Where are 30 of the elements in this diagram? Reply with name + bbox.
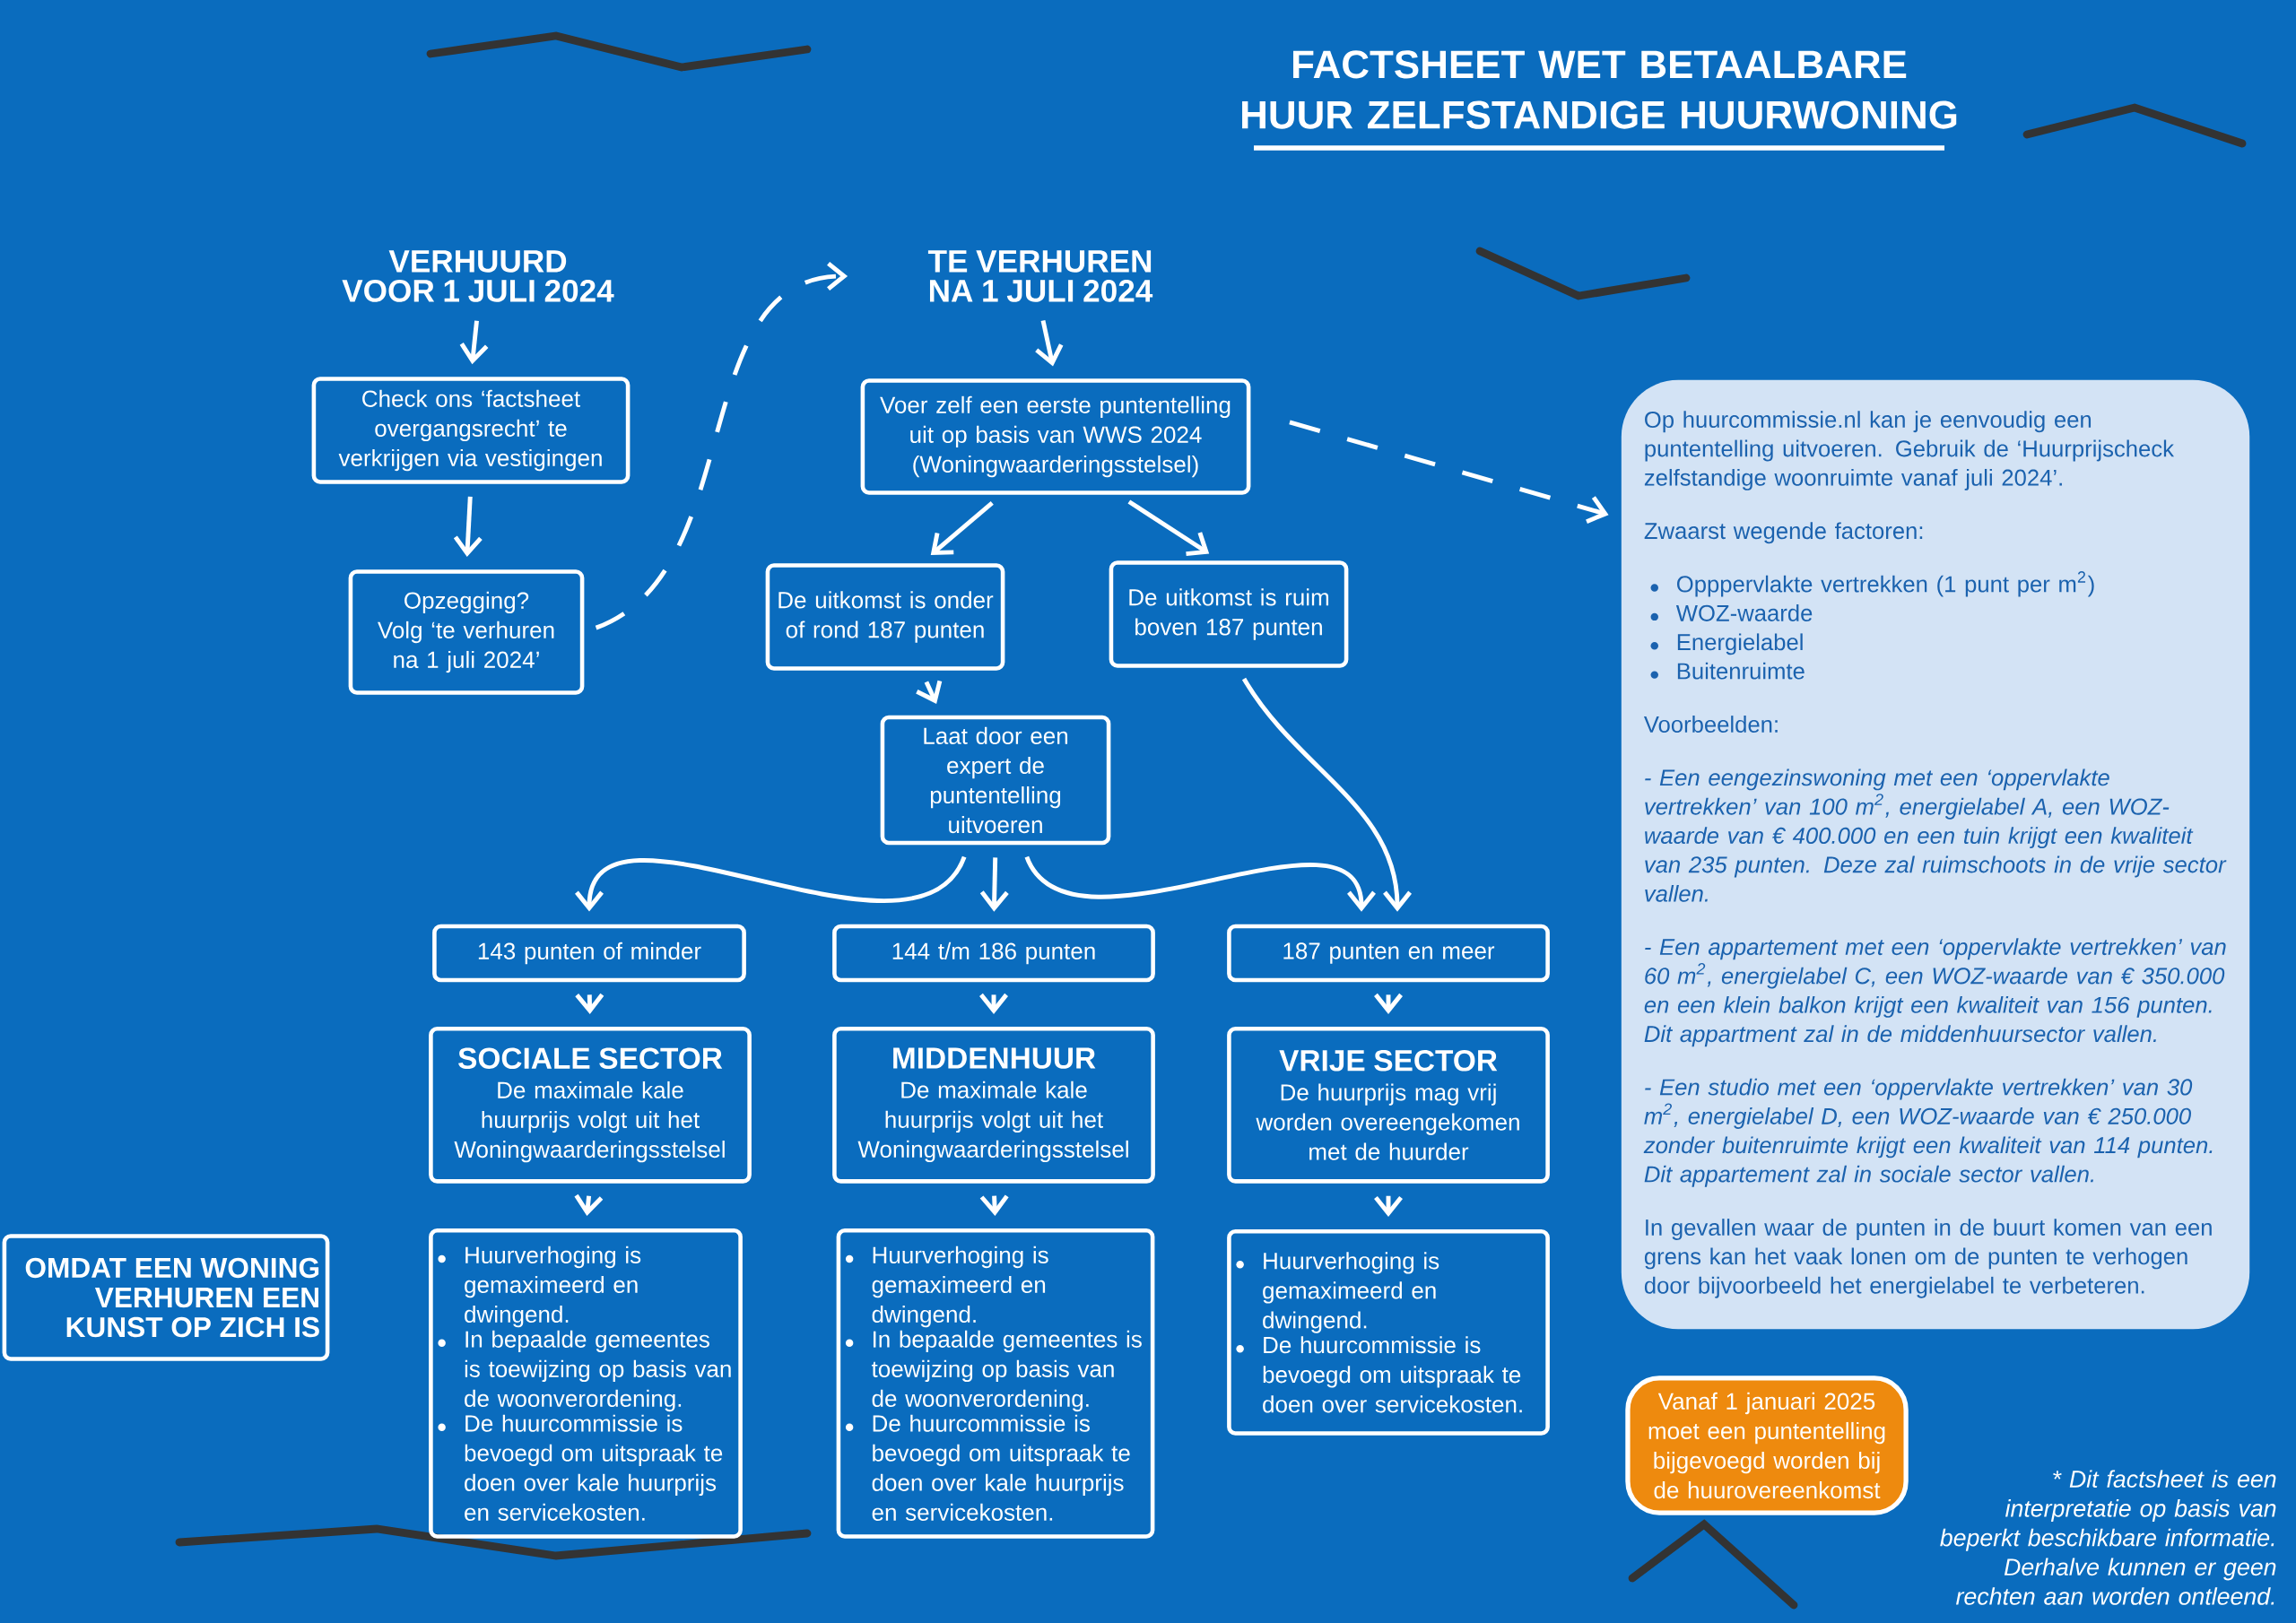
rule-list-box: Huurverhoging is gemaximeerd en dwingend. In bepaalde gemeentes is toewijzing op basis van de woonverordening. De huurcommissie is bevoegd om uitspraak te doen over kale huurprijs en servicekosten.	[429, 1228, 743, 1539]
arrow	[595, 262, 848, 630]
process-box: 144 t/m 186 punten	[832, 924, 1155, 983]
sector-box: SOCIALE SECTOR De maximale kale huurprijs volgt uit het Woningwaarderingsstelsel	[429, 1027, 752, 1184]
arrow	[930, 501, 994, 556]
process-box: Voer zelf een eerste puntentelling uit op basis van WWS 2024 (Woningwaarderingsstelsel)	[860, 378, 1251, 495]
sector-box: MIDDENHUUR De maximale kale huurprijs volgt uit het Woningwaarderingsstelsel	[832, 1027, 1155, 1184]
arrow	[1127, 499, 1210, 557]
column-heading: VERHUURD VOOR 1 JULI 2024	[342, 250, 614, 302]
info-panel: Op huurcommissie.nl kan je eenvoudig een puntentelling uitvoeren. Gebruik de ‘Huurprijscheck zelfstandige woonruimte vanaf juli 2024’. Zwaarst wegende factoren: Opppervlakte vertrekken (1 punt per m$^{2}$) WOZ-waarde Energielabel Buitenruimte Voorbeelden: - Een eengezinswoning met een ‘oppervlakte vertrekken’ van 100 m$^{2}$, energielabel A, een WOZ-waarde van € 400.000 en een tuin krijgt een kwaliteit van 235 punten. Deze zal ruimschoots in de vrije sector vallen. - Een appartement met een ‘oppervlakte vertrekken’ van 60 m$^{2}$, energielabel C, een WOZ-waarde van € 350.000 en een klein balkon krijgt een kwaliteit van 156 punten. Dit appartment zal in de middenhuursector vallen. - Een studio met een ‘oppervlakte vertrekken’ van 30 m$^{2}$, energielabel D, een WOZ-waarde van € 250.000 zonder buitenruimte krijgt een kwaliteit van 114 punten. Dit appartement zal in sociale sector vallen. In gevallen waar de punten in de buurt komen van een grens kan het vaak lonen om de punten te verhogen door bijvoorbeeld het energielabel te verbeteren.	[1621, 379, 2250, 1330]
notice-box: Vanaf 1 januari 2025 moet een puntentelling bijgevoegd worden bij de huurovereenkomst	[1625, 1376, 1909, 1515]
arrow	[1242, 677, 1412, 912]
process-box: Opzegging? Volg ‘te verhuren na 1 juli 2024’	[348, 569, 585, 695]
process-box: Check ons ‘factsheet overgangsrecht’ te verkrijgen via vestigingen	[311, 377, 631, 484]
arrow	[575, 855, 967, 912]
rule-list-box: Huurverhoging is gemaximeerd en dwingend. De huurcommissie is bevoegd om uitspraak te doen over servicekosten.	[1227, 1229, 1550, 1436]
disclaimer-note: * Dit factsheet is een interpretatie op basis van beperkt beschikbare informatie. Derhalve kunnen er geen rechten aan worden ontleend.	[1940, 1470, 2276, 1605]
title: FACTSHEET WET BETAALBARE HUUR ZELFSTANDIGE HUURWONING	[1242, 50, 1957, 129]
arrow	[1289, 420, 1609, 524]
rule-list-box: Huurverhoging is gemaximeerd en dwingend. In bepaalde gemeentes is toewijzing op basis van de woonverordening. De huurcommissie is bevoegd om uitspraak te doen over kale huurprijs en servicekosten.	[836, 1228, 1155, 1539]
arrow	[453, 496, 483, 558]
process-box: De uitkomst is onder of rond 187 punten	[765, 563, 1005, 671]
slogan-box: OMDAT EEN WONING VERHUREN EEN KUNST OP ZICH IS	[2, 1234, 330, 1361]
process-box: De uitkomst is ruim boven 187 punten	[1109, 560, 1349, 668]
sector-box: VRIJE SECTOR De huurprijs mag vrij worden overeengekomen met de huurder	[1227, 1027, 1550, 1184]
process-box: Laat door een expert de puntentelling uitvoeren	[880, 715, 1111, 846]
process-box: 187 punten en meer	[1227, 924, 1550, 983]
process-box: 143 punten of minder	[432, 924, 746, 983]
arrow	[1024, 855, 1376, 912]
column-heading: TE VERHUREN NA 1 JULI 2024	[927, 250, 1153, 302]
